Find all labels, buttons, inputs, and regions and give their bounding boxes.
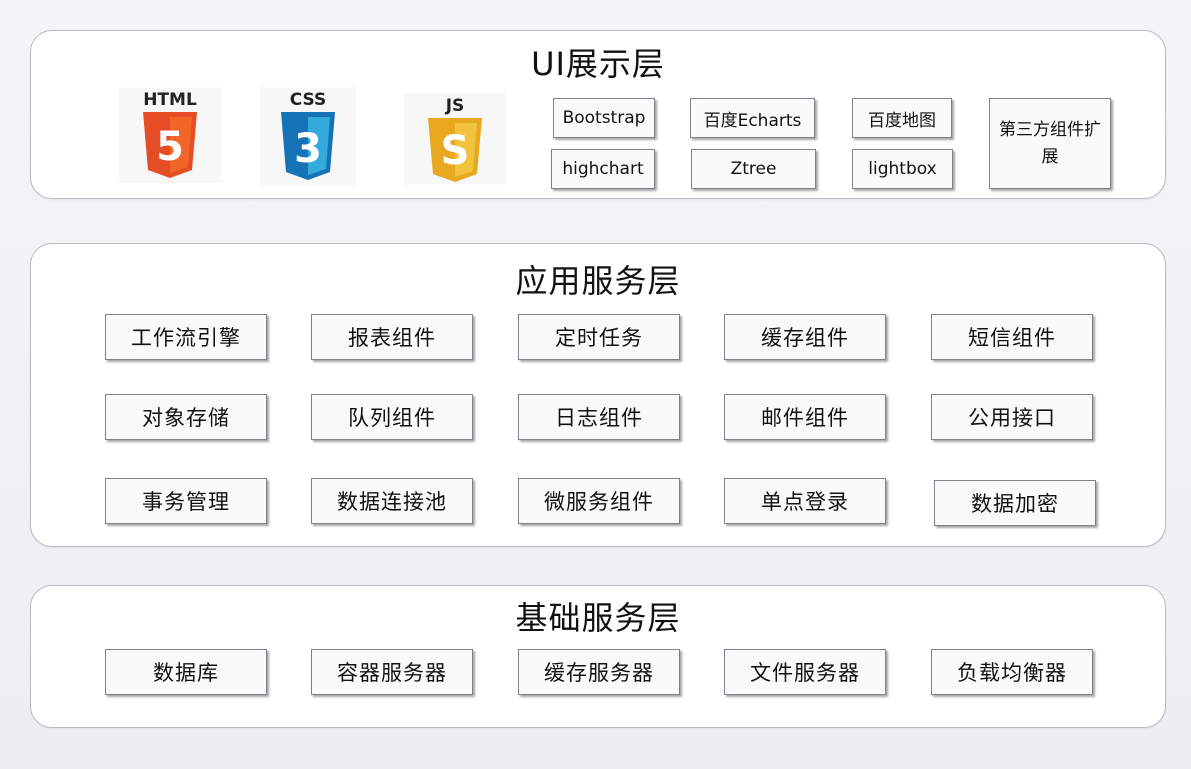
base-component: 负载均衡器 bbox=[931, 649, 1093, 695]
ui-layer-title: UI展示层 bbox=[531, 45, 665, 83]
ui-component-bootstrap: Bootstrap bbox=[553, 98, 655, 138]
ui-component-ztree: Ztree bbox=[691, 149, 816, 189]
css3-glyph: 3 bbox=[294, 126, 322, 172]
app-component: 单点登录 bbox=[724, 478, 886, 524]
app-layer: 应用服务层 工作流引擎 报表组件 定时任务 缓存组件 短信组件 对象存储 队列组… bbox=[30, 243, 1166, 547]
app-component: 队列组件 bbox=[311, 394, 473, 440]
css3-icon: 3 bbox=[281, 112, 335, 180]
app-component: 数据加密 bbox=[934, 480, 1096, 526]
app-component: 日志组件 bbox=[518, 394, 680, 440]
base-layer-title: 基础服务层 bbox=[515, 599, 681, 637]
app-component: 报表组件 bbox=[311, 314, 473, 360]
base-component: 缓存服务器 bbox=[518, 649, 680, 695]
app-component: 微服务组件 bbox=[518, 478, 680, 524]
base-component: 数据库 bbox=[105, 649, 267, 695]
ui-component-echarts: 百度Echarts bbox=[690, 98, 815, 138]
ui-component-lightbox: lightbox bbox=[852, 149, 953, 189]
html5-logo: HTML 5 bbox=[119, 87, 221, 183]
js-logo-label: JS bbox=[445, 96, 465, 116]
app-component: 对象存储 bbox=[105, 394, 267, 440]
app-layer-title: 应用服务层 bbox=[515, 262, 681, 300]
html5-icon: 5 bbox=[143, 112, 197, 178]
base-component: 文件服务器 bbox=[724, 649, 886, 695]
js-logo: JS S bbox=[404, 93, 506, 185]
ui-component-highchart: highchart bbox=[551, 149, 655, 189]
ui-component-baidu-map: 百度地图 bbox=[852, 98, 952, 138]
app-component: 数据连接池 bbox=[311, 478, 473, 524]
js-icon: S bbox=[428, 118, 482, 182]
base-component: 容器服务器 bbox=[311, 649, 473, 695]
css3-logo: CSS 3 bbox=[260, 87, 356, 186]
app-component: 公用接口 bbox=[931, 394, 1093, 440]
css3-logo-label: CSS bbox=[289, 90, 327, 110]
base-layer: 基础服务层 数据库 容器服务器 缓存服务器 文件服务器 负载均衡器 bbox=[30, 585, 1166, 728]
app-component: 缓存组件 bbox=[724, 314, 886, 360]
ui-layer: UI展示层 HTML 5 CSS 3 JS S Bootstrap 百度Echa… bbox=[30, 30, 1166, 199]
app-component: 定时任务 bbox=[518, 314, 680, 360]
app-component: 工作流引擎 bbox=[105, 314, 267, 360]
app-component: 短信组件 bbox=[931, 314, 1093, 360]
ui-component-third-party-extension: 第三方组件扩展 bbox=[989, 98, 1111, 189]
js-glyph: S bbox=[441, 128, 470, 174]
html5-glyph: 5 bbox=[156, 124, 184, 170]
app-component: 事务管理 bbox=[105, 478, 267, 524]
html5-logo-label: HTML bbox=[143, 90, 197, 110]
app-component: 邮件组件 bbox=[724, 394, 886, 440]
